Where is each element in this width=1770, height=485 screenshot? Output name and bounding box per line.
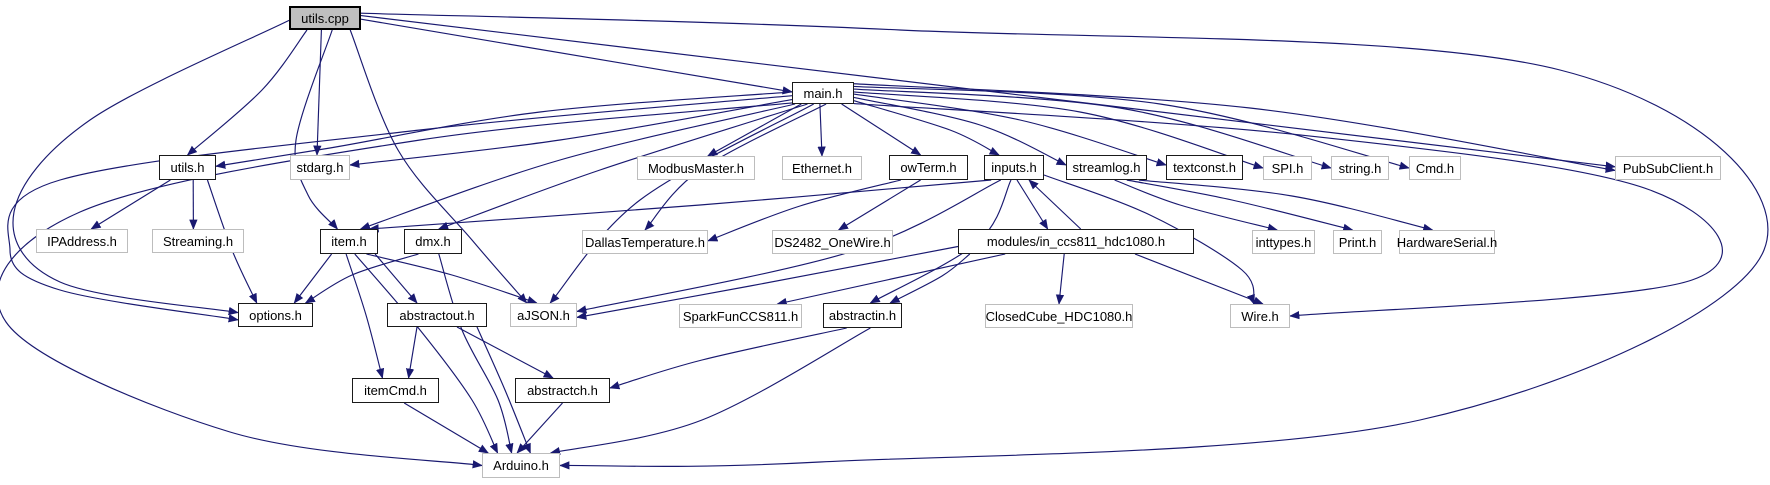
edge-main_h-to-arduino_h <box>0 102 793 469</box>
edge-main_h-to-cmd_h <box>853 85 1410 170</box>
edge-abstractout_h-to-itemcmd_h <box>405 326 418 379</box>
edge-utils_cpp-to-arduino_h <box>360 12 1769 470</box>
node-stdarg-h: stdarg.h <box>290 155 350 180</box>
edge-item_h-to-ajson_h <box>366 253 538 304</box>
node-sparkfunccs811-h: SparkFunCCS811.h <box>679 304 802 328</box>
edge-abstractch_h-to-arduino_h <box>516 402 563 454</box>
edge-main_h-to-dmx_h <box>437 103 808 230</box>
edge-inputs_h-to-modules_h <box>1016 179 1049 230</box>
edge-abstractin_h-to-abstractch_h <box>609 327 847 390</box>
edge-main_h-to-modbusmaster_h <box>707 103 802 157</box>
node-ajson-h: aJSON.h <box>510 303 577 327</box>
node-inputs-h[interactable]: inputs.h <box>984 155 1044 180</box>
node-closedcube-hdc1080-h: ClosedCube_HDC1080.h <box>985 304 1133 328</box>
node-main-h[interactable]: main.h <box>792 82 854 104</box>
edge-utils_cpp-to-main_h <box>360 18 793 95</box>
edge-item_h-to-itemcmd_h <box>345 253 385 379</box>
edge-itemcmd_h-to-arduino_h <box>403 402 489 454</box>
node-dmx-h[interactable]: dmx.h <box>404 229 462 254</box>
edge-utils_cpp-to-stdarg_h <box>313 29 322 156</box>
edge-abstractout_h-to-arduino_h <box>476 326 531 454</box>
edge-inputs_h-to-item_h <box>368 179 992 233</box>
edge-item_h-to-abstractout_h <box>374 253 418 304</box>
edge-inputs_h-to-ajson_h <box>576 179 1002 314</box>
edge-utils_cpp-to-item_h <box>294 29 338 230</box>
edge-main_h-to-inputs_h <box>853 100 1000 156</box>
edge-main_h-to-streamlog_h <box>853 96 1067 166</box>
edge-utils_cpp-to-ajson_h <box>349 29 528 304</box>
node-abstractin-h[interactable]: abstractin.h <box>823 303 902 328</box>
node-string-h: string.h <box>1331 156 1389 180</box>
edge-main_h-to-owterm_h <box>841 103 922 156</box>
node-hardwareserial-h: HardwareSerial.h <box>1397 230 1497 254</box>
node-owterm-h[interactable]: owTerm.h <box>889 155 968 180</box>
edge-abstractout_h-to-abstractch_h <box>456 326 554 379</box>
node-itemcmd-h[interactable]: itemCmd.h <box>352 378 439 403</box>
node-wire-h: Wire.h <box>1230 304 1290 328</box>
node-abstractout-h[interactable]: abstractout.h <box>387 303 487 327</box>
node-item-h[interactable]: item.h <box>320 229 378 254</box>
node-textconst-h[interactable]: textconst.h <box>1166 155 1243 180</box>
edge-streamlog_h-to-inttypes_h <box>1114 179 1279 232</box>
node-pubsubclient-h: PubSubClient.h <box>1615 156 1721 180</box>
node-ethernet-h: Ethernet.h <box>782 156 862 180</box>
edge-modules_h-to-sparkfunccs811_h <box>776 253 1006 307</box>
edge-main_h-to-spi_h <box>853 91 1264 170</box>
edge-main_h-to-pubsubclient_h <box>853 83 1616 173</box>
node-ipaddress-h: IPAddress.h <box>36 229 128 253</box>
node-utils-h[interactable]: utils.h <box>159 155 216 180</box>
edge-main_h-to-ajson_h <box>549 103 814 304</box>
edge-modules_h-to-ajson_h <box>576 245 959 320</box>
edge-utils_cpp-to-options_h <box>12 19 290 316</box>
edge-main_h-to-string_h <box>853 88 1332 170</box>
node-utils-cpp: utils.cpp <box>289 6 361 30</box>
edge-modules_h-to-closedcube_hdc1080_h <box>1055 253 1065 305</box>
edge-main_h-to-utils_h <box>215 91 793 169</box>
edge-abstractin_h-to-arduino_h <box>549 327 871 456</box>
node-print-h: Print.h <box>1333 230 1382 254</box>
edge-modules_h-to-abstractin_h <box>889 253 971 304</box>
edge-modules_h-to-inputs_h <box>1028 179 1082 230</box>
edge-utils_h-to-ipaddress_h <box>90 179 171 230</box>
edge-owterm_h-to-dallastemperature_h <box>707 179 901 242</box>
node-options-h[interactable]: options.h <box>238 303 313 327</box>
node-dallastemperature-h: DallasTemperature.h <box>582 230 708 254</box>
edge-streamlog_h-to-hardwareserial_h <box>1138 179 1434 232</box>
edge-modules_h-to-wire_h <box>1134 253 1264 305</box>
edge-item_h-to-options_h <box>293 253 333 304</box>
edge-dmx_h-to-options_h <box>304 253 419 304</box>
edge-item_h-to-arduino_h <box>354 253 499 454</box>
edge-owterm_h-to-ds2482_onewire_h <box>837 179 921 231</box>
edge-utils_cpp-to-utils_h <box>186 29 308 156</box>
node-cmd-h: Cmd.h <box>1409 156 1461 180</box>
edge-main_h-to-ethernet_h <box>817 103 826 157</box>
edge-main_h-to-item_h <box>359 103 796 230</box>
edge-dmx_h-to-arduino_h <box>438 253 514 454</box>
node-ds2482-onewire-h: DS2482_OneWire.h <box>772 230 893 254</box>
edge-main_h-to-options_h <box>7 95 793 323</box>
edge-main_h-to-wire_h <box>853 102 1723 320</box>
edge-main_h-to-textconst_h <box>853 93 1167 167</box>
node-modules-in-ccs811-hdc1080-h[interactable]: modules/in_ccs811_hdc1080.h <box>958 229 1194 254</box>
node-streaming-h: Streaming.h <box>152 229 244 253</box>
node-abstractch-h[interactable]: abstractch.h <box>515 378 610 403</box>
node-streamlog-h[interactable]: streamlog.h <box>1066 155 1147 180</box>
edge-main_h-to-stdarg_h <box>349 99 793 169</box>
edge-streamlog_h-to-print_h <box>1126 179 1354 232</box>
node-spi-h: SPI.h <box>1263 156 1312 180</box>
node-modbusmaster-h: ModbusMaster.h <box>637 156 755 180</box>
node-inttypes-h: inttypes.h <box>1252 230 1315 254</box>
node-arduino-h: Arduino.h <box>482 453 560 478</box>
